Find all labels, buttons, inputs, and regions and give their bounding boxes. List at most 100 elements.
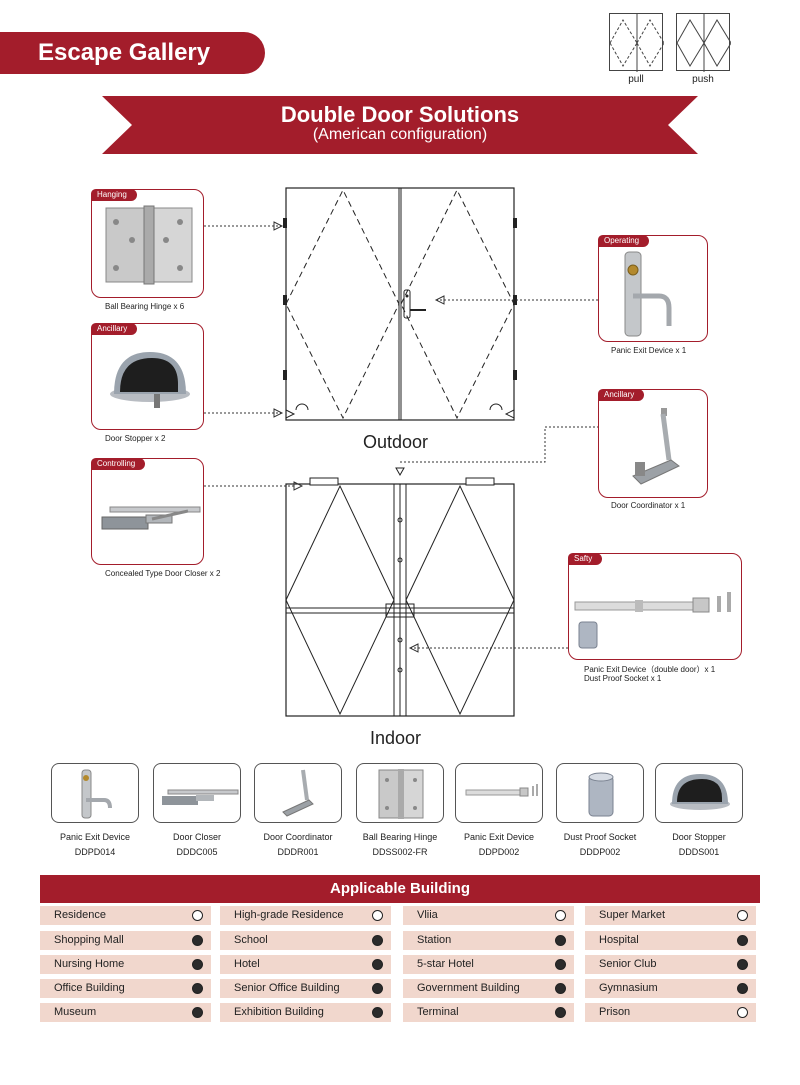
building-item: Hotel <box>220 955 391 974</box>
indicator-dot-icon <box>737 935 748 946</box>
indicator-dot-icon <box>555 935 566 946</box>
ancillary-left-card <box>91 323 204 430</box>
panic-bar-icon <box>465 784 538 797</box>
product-door-closer <box>153 763 241 823</box>
indicator-dot-icon <box>192 910 203 921</box>
building-label: Super Market <box>599 909 666 921</box>
building-label: Hospital <box>599 934 639 946</box>
indicator-dot-icon <box>737 1007 748 1018</box>
building-label: Government Building <box>417 982 520 994</box>
indicator-dot-icon <box>372 935 383 946</box>
building-item: Office Building <box>40 979 211 998</box>
outdoor-label: Outdoor <box>363 432 429 452</box>
building-item: School <box>220 931 391 950</box>
product-code: DDDC005 <box>176 847 218 857</box>
indicator-dot-icon <box>737 983 748 994</box>
indicator-dot-icon <box>192 983 203 994</box>
lever-handle-icon <box>81 769 112 819</box>
hanging-caption: Ball Bearing Hinge x 6 <box>105 302 185 311</box>
product-name: Panic Exit Device <box>59 832 131 842</box>
safety-caption-2: Dust Proof Socket x 1 <box>584 674 662 683</box>
building-label: Senior Club <box>599 958 657 970</box>
door-stopper-icon <box>110 352 190 408</box>
product-code: DDDR001 <box>277 847 319 857</box>
product-code: DDDS001 <box>678 847 720 857</box>
door-stopper-icon <box>670 774 730 810</box>
building-label: Museum <box>54 1006 97 1018</box>
door-closer-icon <box>101 506 201 530</box>
product-name: Door Stopper <box>672 832 726 842</box>
product-name: Dust Proof Socket <box>563 832 637 842</box>
indicator-dot-icon <box>192 1007 203 1018</box>
safety-caption-1: Panic Exit Device（double door）x 1 <box>584 665 716 674</box>
door-coordinator-icon <box>282 769 314 817</box>
product-name: Panic Exit Device <box>463 832 535 842</box>
hinge-icon <box>105 205 193 285</box>
push-label: push <box>692 74 714 85</box>
building-item: Exhibition Building <box>220 1003 391 1022</box>
building-label: Terminal <box>417 1006 459 1018</box>
socket-icon <box>588 772 614 817</box>
banner-title: Double Door Solutions <box>280 102 520 127</box>
banner-subtitle: (American configuration) <box>312 126 488 143</box>
building-label: Vliia <box>417 909 438 921</box>
product-code: DDPD014 <box>74 847 116 857</box>
ancillary-right-caption: Door Coordinator x 1 <box>611 501 686 510</box>
indoor-label: Indoor <box>370 728 422 748</box>
product-name: Door Coordinator <box>263 832 333 842</box>
building-label: Office Building <box>54 982 125 994</box>
building-item: Government Building <box>403 979 574 998</box>
product-code: DDSS002-FR <box>372 847 428 857</box>
pull-legend-icon <box>609 13 665 72</box>
indicator-dot-icon <box>372 983 383 994</box>
building-label: Hotel <box>234 958 260 970</box>
indicator-dot-icon <box>192 935 203 946</box>
product-door-stopper <box>655 763 743 823</box>
product-name: Ball Bearing Hinge <box>362 832 438 842</box>
ancillary-right-tag: Ancillary <box>598 389 645 401</box>
hanging-tag: Hanging <box>91 189 137 201</box>
pull-label: pull <box>628 74 644 85</box>
door-coordinator-icon <box>632 408 680 485</box>
building-item: Station <box>403 931 574 950</box>
building-item: Nursing Home <box>40 955 211 974</box>
indicator-dot-icon <box>555 910 566 921</box>
building-label: Shopping Mall <box>54 934 124 946</box>
building-label: Residence <box>54 909 106 921</box>
product-lever-handle <box>51 763 139 823</box>
product-panic-bar <box>455 763 543 823</box>
page-title: Escape Gallery <box>0 32 265 74</box>
product-socket <box>556 763 644 823</box>
building-item: Shopping Mall <box>40 931 211 950</box>
hinge-icon <box>378 769 424 819</box>
operating-caption: Panic Exit Device x 1 <box>611 346 687 355</box>
building-item: Senior Club <box>585 955 756 974</box>
applicable-building-header: Applicable Building <box>40 875 760 903</box>
building-label: Prison <box>599 1006 631 1018</box>
building-item: Gymnasium <box>585 979 756 998</box>
controlling-card <box>91 458 204 565</box>
building-item: 5-star Hotel <box>403 955 574 974</box>
building-item: Museum <box>40 1003 211 1022</box>
building-label: Gymnasium <box>599 982 658 994</box>
ancillary-left-tag: Ancillary <box>91 323 138 335</box>
product-code: DDDP002 <box>579 847 621 857</box>
building-label: School <box>234 934 268 946</box>
product-name: Door Closer <box>172 832 221 842</box>
product-hinge <box>356 763 444 823</box>
building-item: Terminal <box>403 1003 574 1022</box>
lever-handle-icon <box>624 251 672 337</box>
hanging-card <box>91 189 204 298</box>
socket-icon <box>578 621 598 649</box>
indicator-dot-icon <box>192 959 203 970</box>
building-item: Vliia <box>403 906 574 925</box>
building-item: Prison <box>585 1003 756 1022</box>
indicator-dot-icon <box>372 1007 383 1018</box>
controlling-tag: Controlling <box>91 458 146 470</box>
indicator-dot-icon <box>372 910 383 921</box>
indicator-dot-icon <box>555 983 566 994</box>
door-closer-icon <box>162 789 239 805</box>
indicator-dot-icon <box>555 1007 566 1018</box>
building-item: High-grade Residence <box>220 906 391 925</box>
indicator-dot-icon <box>737 910 748 921</box>
